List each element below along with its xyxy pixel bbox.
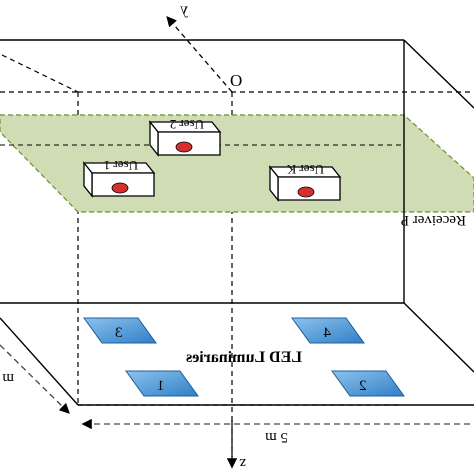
room-visible-edges [0,39,474,406]
led-luminaire-2: 2 [331,370,405,397]
led-1-label: 1 [157,378,165,394]
user-1-marker [111,182,129,194]
y-axis: y [166,1,233,93]
receiver-plane [0,114,474,213]
width-dimension-label: 5 m [265,429,288,445]
y-axis-label: y [180,1,188,18]
user-k-marker [297,186,315,198]
led-luminaire-1: 1 [125,370,199,397]
user-2-marker [175,141,193,153]
receiver-plane-label: Receiver P [401,212,466,228]
led-2-label: 2 [359,378,367,394]
room-hidden-edges [0,54,474,462]
z-axis-label: z [239,455,246,471]
led-luminaire-3: 3 [83,317,157,344]
user-1-box: User 1 [82,158,156,198]
user-2-box: User 2 [148,117,222,157]
led-luminaire-4: 4 [291,317,365,344]
z-axis: z [226,420,246,471]
user-1-label: User 1 [104,158,138,173]
user-2-label: User 2 [170,117,204,132]
user-k-label: User K [286,162,324,177]
width-dimension: 5 m [81,418,470,445]
led-luminaries-label: LED Luminaries [186,349,302,366]
depth-dimension: m [0,344,70,414]
depth-dimension-label: m [2,370,14,386]
user-k-box: User K [268,162,342,202]
led-4-label: 4 [323,325,331,341]
led-3-label: 3 [115,325,123,341]
origin-label: O [230,71,242,90]
